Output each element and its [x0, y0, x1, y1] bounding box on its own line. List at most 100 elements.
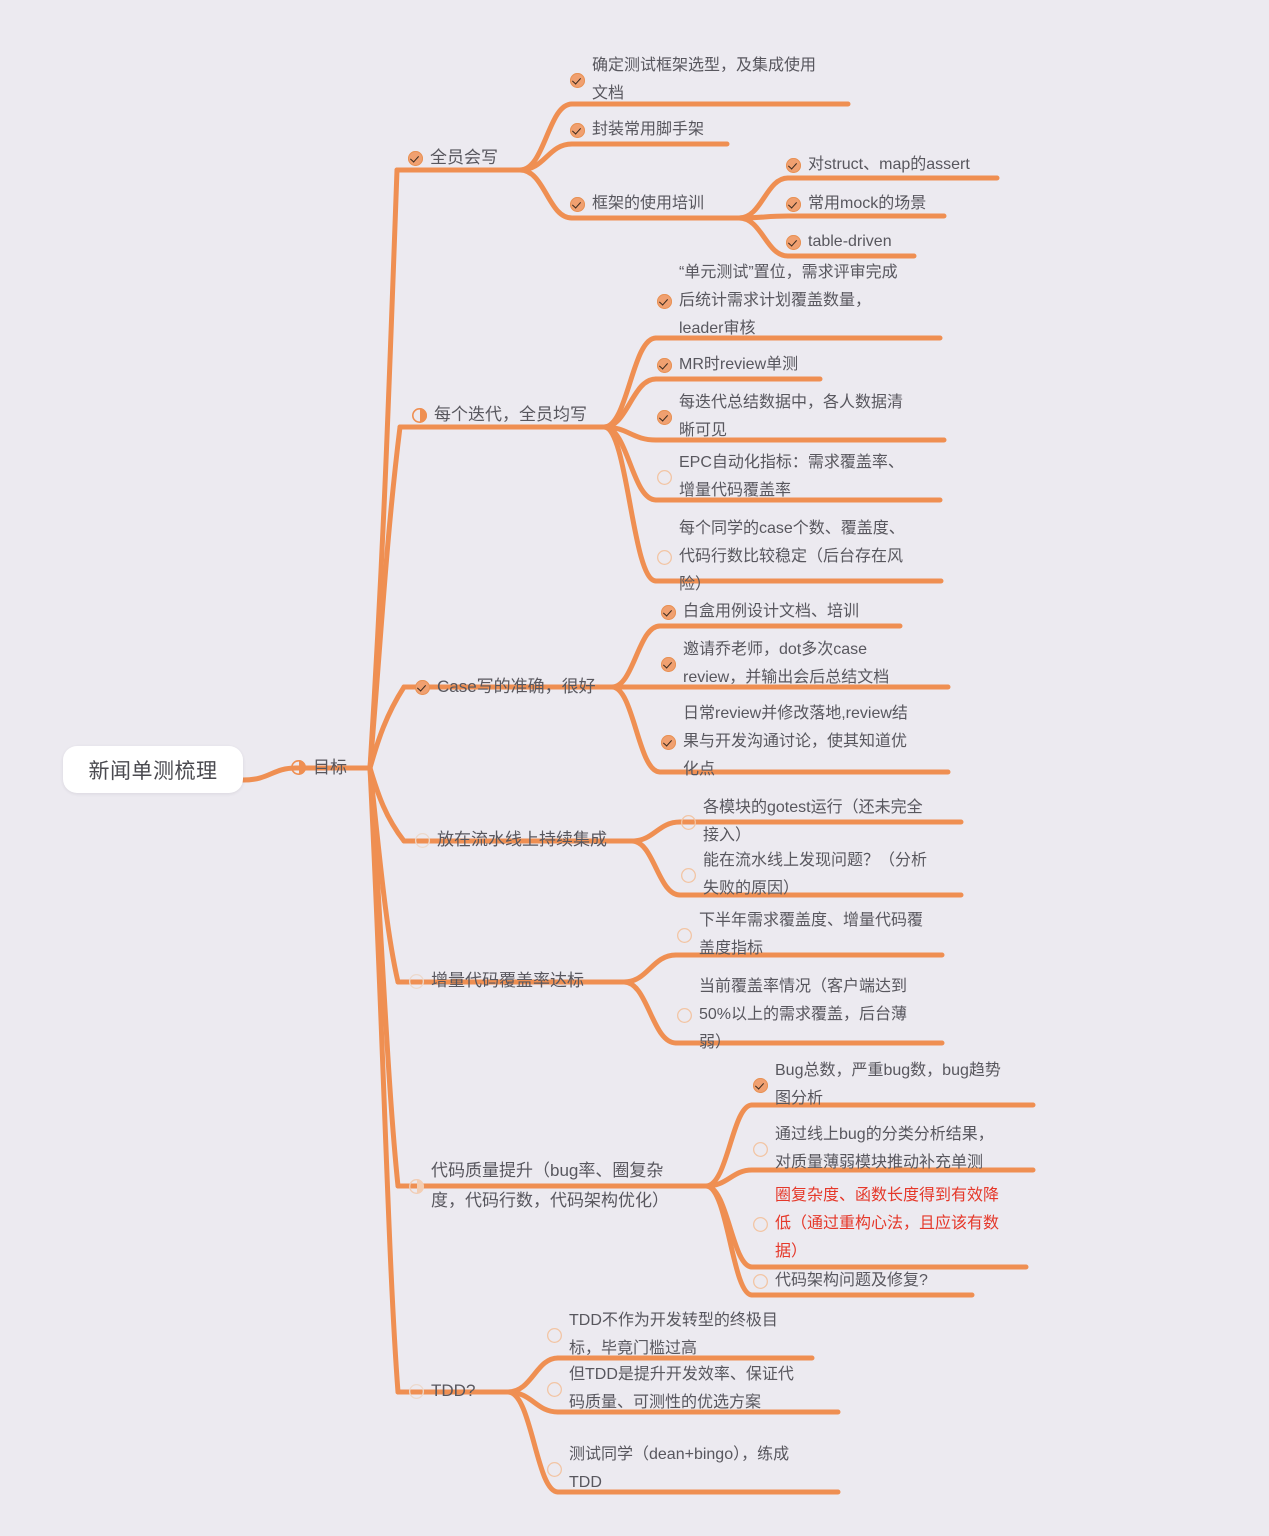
node-label: 测试同学（dean+bingo），练成 TDD: [569, 1446, 790, 1491]
node-framework-training[interactable]: 框架的使用培训: [570, 190, 704, 218]
node-epc-automation-metrics[interactable]: EPC自动化指标：需求覆盖率、 增量代码覆盖率: [657, 449, 904, 505]
node-label: table-driven: [808, 233, 892, 250]
check-icon: [408, 150, 423, 166]
unchecked-icon: [409, 1384, 424, 1399]
node-label: 白盒用例设计文档、培训: [683, 603, 860, 620]
unchecked-icon: [547, 1462, 562, 1477]
unchecked-icon: [681, 815, 696, 830]
node-label: 目标: [313, 758, 347, 777]
node-mock-scenarios[interactable]: 常用mock的场景: [786, 190, 926, 218]
node-struct-map-assert[interactable]: 对struct、map的assert: [786, 151, 970, 179]
check-icon: [786, 157, 801, 173]
node-everyone-can-write[interactable]: 全员会写: [408, 143, 498, 173]
check-icon: [786, 234, 801, 250]
node-bug-stats-analysis[interactable]: Bug总数，严重bug数，bug趋势 图分析: [753, 1057, 1001, 1113]
unchecked-icon: [547, 1328, 562, 1343]
node-label: 常用mock的场景: [808, 195, 927, 212]
partial-status-icon: [409, 1178, 424, 1194]
node-label: 每个迭代，全员均写: [434, 405, 587, 424]
check-icon: [415, 679, 430, 695]
node-table-driven[interactable]: table-driven: [786, 228, 892, 256]
node-label: 全员会写: [430, 148, 498, 167]
node-tdd[interactable]: TDD?: [409, 1376, 475, 1406]
unchecked-icon: [409, 974, 424, 989]
check-icon: [657, 293, 672, 309]
node-label: 每个同学的case个数、覆盖度、 代码行数比较稳定（后台存在风 险）: [679, 520, 905, 593]
unchecked-icon: [657, 470, 672, 485]
check-icon: [661, 734, 676, 750]
check-icon: [657, 409, 672, 425]
node-label: 确定测试框架选型，及集成使用 文档: [592, 57, 817, 102]
node-label: Bug总数，严重bug数，bug趋势 图分析: [775, 1062, 1001, 1107]
node-label: 日常review并修改落地,review结 果与开发沟通讨论，使其知道优 化点: [683, 705, 908, 778]
node-online-bug-classification[interactable]: 通过线上bug的分类分析结果， 对质量薄弱模块推动补充单测: [753, 1121, 994, 1177]
node-unit-test-flag[interactable]: “单元测试”置位，需求评审完成 后统计需求计划覆盖数量， leader审核: [657, 259, 898, 343]
node-per-person-case-count[interactable]: 每个同学的case个数、覆盖度、 代码行数比较稳定（后台存在风 险）: [657, 515, 905, 599]
node-label: 增量代码覆盖率达标: [431, 971, 584, 990]
check-icon: [661, 656, 676, 672]
node-module-gotest-run[interactable]: 各模块的gotest运行（还未完全 接入）: [681, 794, 923, 850]
node-daily-review-landing[interactable]: 日常review并修改落地,review结 果与开发沟通讨论，使其知道优 化点: [661, 700, 908, 784]
check-icon: [657, 357, 672, 373]
node-architecture-issues-fix[interactable]: 代码架构问题及修复?: [753, 1267, 928, 1295]
node-current-coverage-status[interactable]: 当前覆盖率情况（客户端达到 50%以上的需求覆盖，后台薄 弱）: [677, 973, 907, 1057]
check-icon: [570, 196, 585, 212]
node-target[interactable]: 目标: [291, 754, 347, 781]
node-code-quality-improvement[interactable]: 代码质量提升（bug率、圈复杂 度，代码行数，代码架构优化）: [409, 1156, 669, 1216]
partial-status-icon: [412, 407, 427, 423]
node-label: 下半年需求覆盖度、增量代码覆 盖度指标: [699, 912, 924, 957]
node-label: 代码架构问题及修复?: [775, 1272, 928, 1289]
check-icon: [570, 122, 585, 138]
check-icon: [570, 72, 585, 88]
node-invite-teacher-case-review[interactable]: 邀请乔老师，dot多次case review，并输出会后总结文档: [661, 636, 889, 692]
node-label: 每迭代总结数据中，各人数据清 晰可见: [679, 394, 904, 439]
unchecked-icon: [681, 868, 696, 883]
node-incremental-coverage-target[interactable]: 增量代码覆盖率达标: [409, 966, 584, 996]
check-icon: [786, 196, 801, 212]
unchecked-icon: [753, 1142, 768, 1157]
node-label: 放在流水线上持续集成: [437, 830, 607, 849]
node-label: 但TDD是提升开发效率、保证代 码质量、可测性的优选方案: [569, 1366, 794, 1411]
root-label: 新闻单测梳理: [88, 759, 218, 783]
node-mr-review-unit-test[interactable]: MR时review单测: [657, 351, 798, 379]
node-label: 能在流水线上发现问题？（分析 失败的原因）: [703, 852, 928, 897]
node-label: 对struct、map的assert: [808, 156, 970, 173]
partial-status-icon: [291, 760, 306, 775]
node-label: 框架的使用培训: [592, 195, 705, 212]
unchecked-icon: [677, 928, 692, 943]
unchecked-icon: [415, 833, 430, 848]
root-node[interactable]: 新闻单测梳理: [63, 746, 243, 793]
node-complexity-reduction[interactable]: 圈复杂度、函数长度得到有效降 低（通过重构心法，且应该有数 据）: [753, 1182, 999, 1266]
node-testers-practice-tdd[interactable]: 测试同学（dean+bingo），练成 TDD: [547, 1441, 789, 1497]
node-tdd-not-final-goal[interactable]: TDD不作为开发转型的终极目 标，毕竟门槛过高: [547, 1307, 778, 1363]
check-icon: [753, 1077, 768, 1093]
node-scaffold-wrapping[interactable]: 封装常用脚手架: [570, 116, 704, 144]
node-label: 各模块的gotest运行（还未完全 接入）: [703, 799, 923, 844]
node-label: TDD?: [431, 1381, 476, 1400]
unchecked-icon: [677, 1008, 692, 1023]
node-label: “单元测试”置位，需求评审完成 后统计需求计划覆盖数量， leader审核: [679, 264, 898, 337]
node-label: 当前覆盖率情况（客户端达到 50%以上的需求覆盖，后台薄 弱）: [699, 978, 908, 1051]
node-label: 封装常用脚手架: [592, 121, 705, 138]
node-label: TDD不作为开发转型的终极目 标，毕竟门槛过高: [569, 1312, 778, 1357]
node-every-iteration-all-write[interactable]: 每个迭代，全员均写: [412, 400, 587, 430]
check-icon: [661, 604, 676, 620]
unchecked-icon: [657, 550, 672, 565]
node-iteration-summary-data[interactable]: 每迭代总结数据中，各人数据清 晰可见: [657, 389, 903, 445]
node-label: 邀请乔老师，dot多次case review，并输出会后总结文档: [683, 641, 890, 686]
node-label: EPC自动化指标：需求覆盖率、 增量代码覆盖率: [679, 454, 904, 499]
node-h2-coverage-metrics[interactable]: 下半年需求覆盖度、增量代码覆 盖度指标: [677, 907, 923, 963]
node-label: 通过线上bug的分类分析结果， 对质量薄弱模块推动补充单测: [775, 1126, 994, 1171]
node-label: MR时review单测: [679, 356, 799, 373]
node-label: 代码质量提升（bug率、圈复杂 度，代码行数，代码架构优化）: [431, 1161, 669, 1210]
node-pipeline-ci[interactable]: 放在流水线上持续集成: [415, 825, 607, 855]
unchecked-icon: [547, 1382, 562, 1397]
node-label: Case写的准确，很好: [437, 677, 596, 696]
node-whitebox-case-design[interactable]: 白盒用例设计文档、培训: [661, 598, 859, 626]
node-pipeline-detect-issue[interactable]: 能在流水线上发现问题？（分析 失败的原因）: [681, 847, 927, 903]
node-framework-selection[interactable]: 确定测试框架选型，及集成使用 文档: [570, 52, 816, 108]
node-case-accuracy[interactable]: Case写的准确，很好: [415, 672, 596, 702]
node-tdd-preferred-solution[interactable]: 但TDD是提升开发效率、保证代 码质量、可测性的优选方案: [547, 1361, 794, 1417]
unchecked-icon: [753, 1217, 768, 1232]
